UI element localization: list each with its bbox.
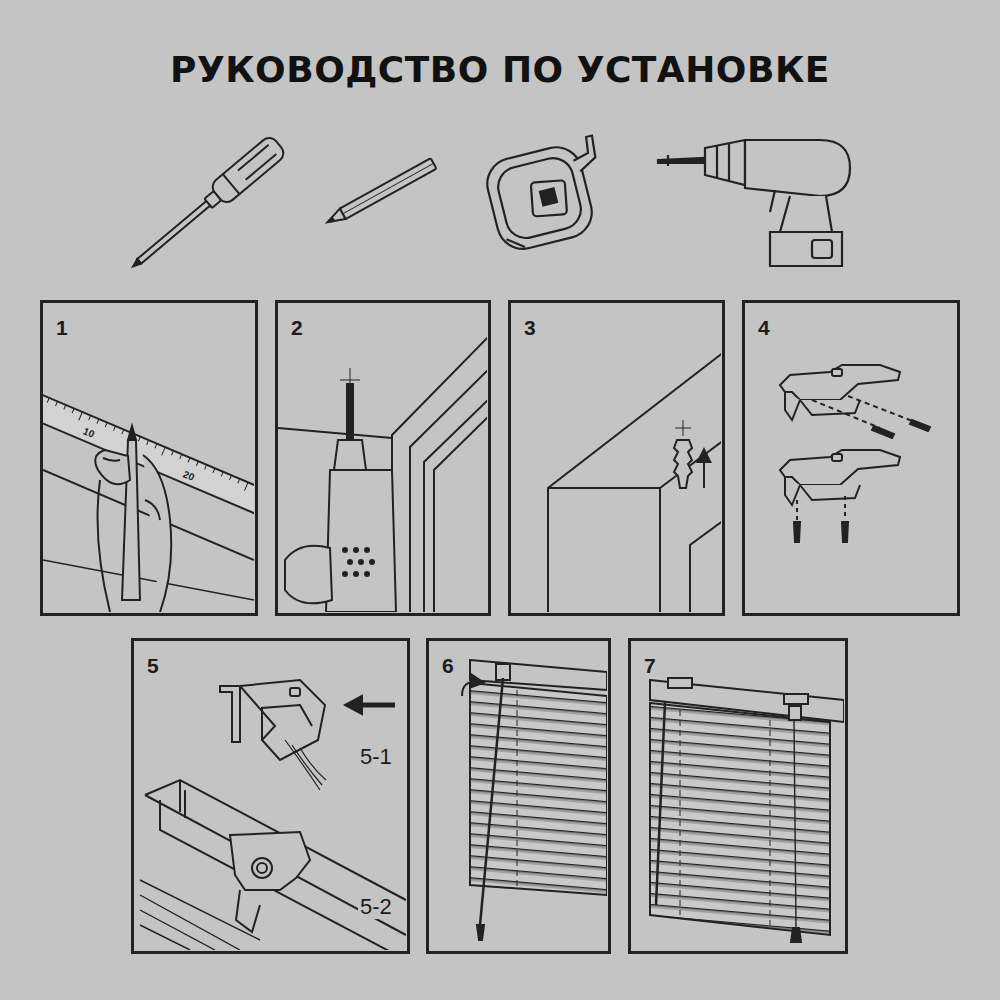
dowel-scene	[548, 352, 721, 612]
step-panel: 2	[275, 300, 491, 616]
step-panel: 6	[426, 638, 611, 954]
step-panel: 7	[628, 638, 848, 954]
screwdriver-icon	[125, 134, 287, 276]
measuring-scene	[43, 394, 254, 612]
clip-scene	[140, 680, 406, 950]
step-number: 3	[524, 317, 536, 338]
page-title: РУКОВОДСТВО ПО УСТАНОВКЕ	[170, 52, 830, 88]
drill-icon	[658, 140, 850, 266]
blind-scene	[462, 660, 607, 940]
blind-scene	[650, 678, 844, 942]
drilling-scene	[278, 335, 487, 612]
ruler-number: 20	[179, 468, 198, 485]
pencil-icon	[325, 158, 437, 227]
step-panel: 1	[40, 300, 258, 616]
label-wrap: 5-1	[358, 745, 394, 769]
ruler-number: 10	[79, 425, 98, 442]
title-wrap: РУКОВОДСТВО ПО УСТАНОВКЕ	[0, 52, 1000, 88]
label-wrap: 5-2	[358, 895, 394, 919]
step-number: 4	[758, 317, 770, 338]
substep-label: 5-2	[358, 895, 394, 919]
step-number: 2	[291, 317, 303, 338]
step-number: 5	[147, 655, 159, 676]
step-number: 1	[56, 317, 68, 338]
bracket-screws	[780, 365, 930, 542]
tape-measure-icon	[481, 136, 614, 255]
label-wrap: 10	[79, 420, 100, 442]
substep-label: 5-1	[358, 745, 394, 769]
label-wrap: 20	[179, 463, 200, 485]
step-panel: 4	[742, 300, 960, 616]
step-number: 7	[644, 655, 656, 676]
step-number: 6	[442, 655, 454, 676]
step-panel: 3	[508, 300, 725, 616]
